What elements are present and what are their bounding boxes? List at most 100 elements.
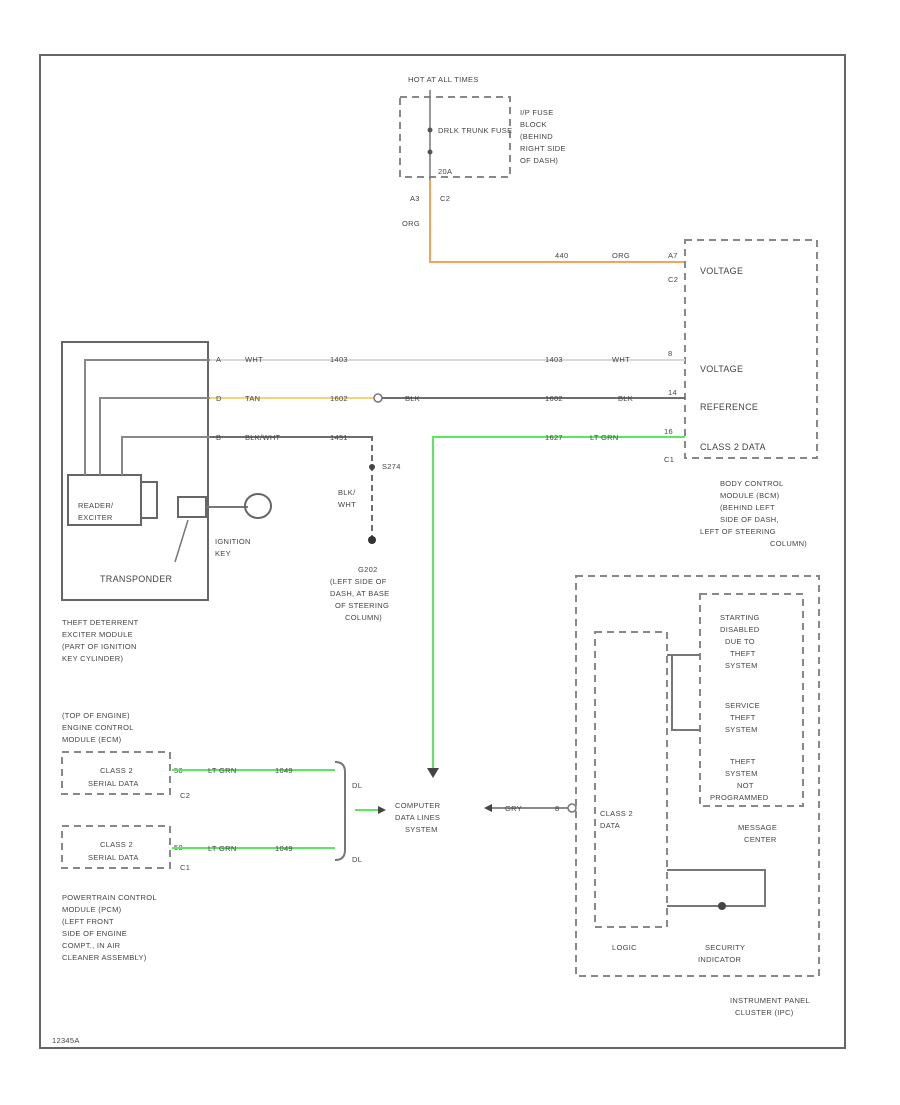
ecm-box-1: SERIAL DATA bbox=[88, 779, 139, 788]
diagram-frame bbox=[39, 54, 846, 1049]
msg-0-0: STARTING bbox=[720, 613, 760, 622]
key-label-0: IGNITION bbox=[215, 537, 251, 546]
splice-color: BLK bbox=[405, 394, 420, 403]
msg-2-0: THEFT bbox=[730, 757, 756, 766]
bcm-row-2-pin: 14 bbox=[668, 388, 677, 397]
theft-row-1-color: TAN bbox=[245, 394, 260, 403]
wire-orange-440 bbox=[429, 180, 685, 263]
ipc-outline bbox=[575, 575, 820, 977]
fuse-desc-0: I/P FUSE bbox=[520, 108, 554, 117]
pcm-wire-color: LT GRN bbox=[208, 844, 237, 853]
pcm-desc-2: (LEFT FRONT bbox=[62, 917, 114, 926]
bcm-row-1-label: VOLTAGE bbox=[700, 364, 743, 374]
message-center-box bbox=[699, 593, 804, 807]
ecm-wire-color: LT GRN bbox=[208, 766, 237, 775]
ecm-conn: C2 bbox=[180, 791, 190, 800]
dlc-label-2: SYSTEM bbox=[405, 825, 438, 834]
ecm-desc-1: ENGINE CONTROL bbox=[62, 723, 134, 732]
fuse-conn-pin: A3 bbox=[410, 194, 420, 203]
transponder-leader bbox=[174, 519, 189, 563]
bcm-outline bbox=[684, 239, 818, 459]
security-1: INDICATOR bbox=[698, 955, 742, 964]
wire-ltgrn-1627 bbox=[432, 436, 685, 770]
security-loop bbox=[667, 869, 766, 907]
security-0: SECURITY bbox=[705, 943, 745, 952]
ipc-logic-box bbox=[594, 631, 668, 928]
security-indicator-icon bbox=[718, 902, 726, 910]
ground-splice: S274 bbox=[382, 462, 401, 471]
theft-row-2-pin: B bbox=[216, 433, 221, 442]
ipc-desc-1: CLUSTER (IPC) bbox=[735, 1008, 794, 1017]
bcm-row-3-label: CLASS 2 DATA bbox=[700, 442, 766, 452]
fuse-amp: 20A bbox=[438, 167, 452, 176]
bcm-row-0-label: VOLTAGE bbox=[700, 266, 743, 276]
bcm-desc-3: SIDE OF DASH, bbox=[720, 515, 779, 524]
ipc-logic-box-0: CLASS 2 bbox=[600, 809, 633, 818]
msg-1-1: THEFT bbox=[730, 713, 756, 722]
dl-tag-bottom: DL bbox=[352, 855, 362, 864]
bcm-row-0-pin: A7 bbox=[668, 251, 678, 260]
ground-desc-3: OF STEERING bbox=[335, 601, 389, 610]
fuse-wire-color: ORG bbox=[402, 219, 420, 228]
bcm-row-2-label: REFERENCE bbox=[700, 402, 758, 412]
pcm-box-1: SERIAL DATA bbox=[88, 853, 139, 862]
key-body bbox=[177, 496, 207, 518]
bcm-row-3-wire-id: 1627 bbox=[545, 433, 563, 442]
bcm-row-2-wire-id: 1602 bbox=[545, 394, 563, 403]
bcm-row-0-wire-color: ORG bbox=[612, 251, 630, 260]
dlc-label-1: DATA LINES bbox=[395, 813, 440, 822]
internal-wire-d bbox=[99, 397, 210, 475]
fuse-desc-2: (BEHIND bbox=[520, 132, 553, 141]
bcm-row-1-wire-id: 1403 bbox=[545, 355, 563, 364]
theft-row-1-id: 1602 bbox=[330, 394, 348, 403]
ground-desc-4: COLUMN) bbox=[345, 613, 382, 622]
ipc-desc-0: INSTRUMENT PANEL bbox=[730, 996, 810, 1005]
bcm-desc-4: LEFT OF STEERING bbox=[700, 527, 776, 536]
ecm-box bbox=[61, 751, 171, 795]
ground-g202-icon bbox=[368, 536, 376, 544]
arrow-down-icon bbox=[427, 768, 439, 778]
dlc-wire-color: GRY bbox=[505, 804, 522, 813]
powertrain-control-module: CLASS 2 SERIAL DATA 58 C1 POWERTRAIN CON… bbox=[61, 825, 190, 962]
reader-label-0: READER/ bbox=[78, 501, 114, 510]
fuse-block-outline bbox=[399, 96, 511, 178]
key-head-icon bbox=[244, 493, 272, 519]
bcm-desc-0: BODY CONTROL bbox=[720, 479, 783, 488]
ground-desc-1: (LEFT SIDE OF bbox=[330, 577, 387, 586]
theft-row-1-pin: D bbox=[216, 394, 222, 403]
data-bracket bbox=[334, 761, 346, 861]
fuse-block: HOT AT ALL TIMES DRLK TRUNK FUSE 20A I/P… bbox=[399, 75, 565, 228]
dl-tag-top: DL bbox=[352, 781, 362, 790]
fuse-node-2 bbox=[427, 149, 433, 155]
bcm-row-3-wire-color: LT GRN bbox=[590, 433, 619, 442]
ecm-desc-2: MODULE (ECM) bbox=[62, 735, 122, 744]
engine-control-module: (TOP OF ENGINE) ENGINE CONTROL MODULE (E… bbox=[61, 711, 190, 800]
dlc-label-0: COMPUTER bbox=[395, 801, 441, 810]
pcm-desc-4: COMPT., IN AIR bbox=[62, 941, 121, 950]
internal-wire-a bbox=[84, 359, 210, 475]
theft-row-0-color: WHT bbox=[245, 355, 263, 364]
bcm-row-2-wire-color: BLK bbox=[618, 394, 633, 403]
theft-deterrent-module: READER/ EXCITER IGNITION KEY TRANSPONDER… bbox=[61, 341, 272, 663]
pcm-desc-1: MODULE (PCM) bbox=[62, 905, 122, 914]
fuse-node bbox=[427, 127, 433, 133]
bcm-row-1-pin: 8 bbox=[668, 349, 672, 358]
fuse-desc-4: OF DASH) bbox=[520, 156, 558, 165]
inline-connector bbox=[373, 393, 383, 403]
ground-wire-1: WHT bbox=[338, 500, 356, 509]
message-center-0: MESSAGE bbox=[738, 823, 777, 832]
transponder-label: TRANSPONDER bbox=[100, 574, 173, 584]
instrument-panel-cluster: CLASS 2 DATA LOGIC STARTING DISABLED DUE… bbox=[575, 575, 820, 1017]
ipc-logic-box-1: DATA bbox=[600, 821, 620, 830]
bcm-desc-2: (BEHIND LEFT bbox=[720, 503, 775, 512]
internal-wire-b bbox=[121, 436, 210, 475]
msg-0-4: SYSTEM bbox=[725, 661, 758, 670]
ipc-connector bbox=[567, 803, 577, 813]
hot-label-1: HOT AT ALL TIMES bbox=[408, 75, 479, 84]
ecm-desc-0: (TOP OF ENGINE) bbox=[62, 711, 130, 720]
bcm-row-1-wire-color: WHT bbox=[612, 355, 630, 364]
reader-exciter-tab bbox=[140, 481, 158, 519]
reader-label-1: EXCITER bbox=[78, 513, 113, 522]
theft-row-0-pin: A bbox=[216, 355, 221, 364]
